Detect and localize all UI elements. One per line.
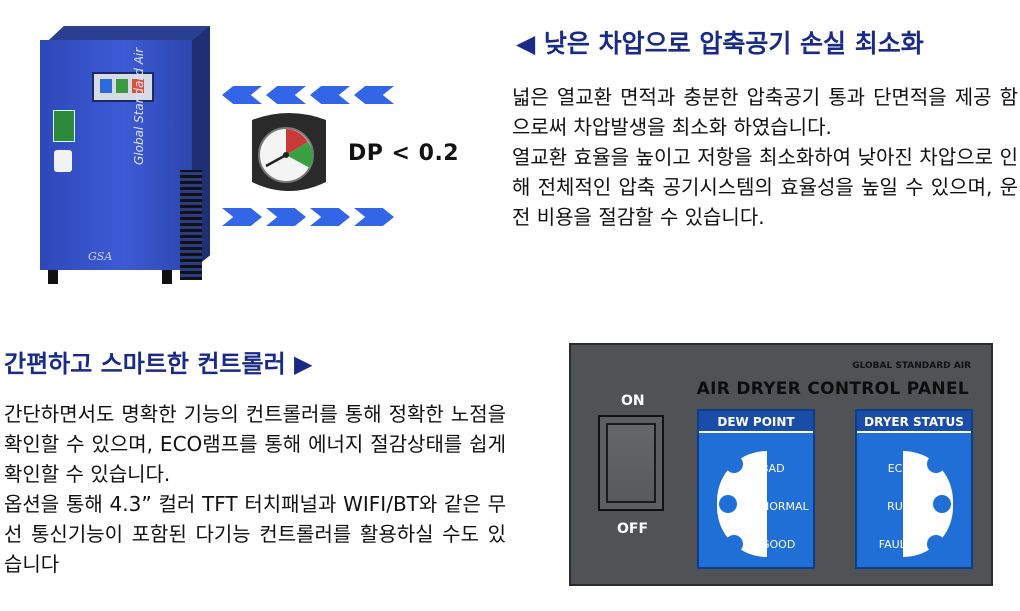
section1-paragraph-2: 열교환 효율을 높이고 저항을 최소화하여 낮아진 차압으로 인해 전체적인 압… xyxy=(512,145,1018,229)
section1-heading: ◀ 낮은 차압으로 압축공기 손실 최소화 xyxy=(516,29,924,58)
switch-off-label: OFF xyxy=(617,521,649,537)
panel-title: AIR DRYER CONTROL PANEL xyxy=(696,379,969,399)
unit-vent xyxy=(180,170,202,280)
arrow-left-icon xyxy=(354,86,394,104)
dew-point-label-bad: BAD xyxy=(761,462,785,475)
dew-point-header: DEW POINT xyxy=(699,411,813,433)
differential-pressure-label: DP < 0.2 xyxy=(348,141,460,166)
unit-foot xyxy=(162,270,172,284)
unit-gsa-logo: GSA xyxy=(88,250,113,263)
dryer-status-indicator: DRYER STATUS ECO RUN FAULT xyxy=(855,409,973,569)
lamp-normal-icon xyxy=(719,495,737,513)
dryer-unit-image: Global Standard Air GSA xyxy=(40,26,210,284)
arrow-right-icon xyxy=(354,208,394,226)
section2-paragraph-2: 옵션을 통해 4.3” 컬러 TFT 터치패널과 WIFI/BT와 같은 무선 … xyxy=(4,492,506,576)
unit-foot xyxy=(48,270,58,284)
unit-front: Global Standard Air GSA xyxy=(40,40,202,280)
dew-point-indicator: DEW POINT BAD NORMAL GOOD xyxy=(697,409,815,569)
unit-side-text: Global Standard Air xyxy=(132,47,146,165)
lamp-fault-icon xyxy=(927,535,945,553)
dew-point-label-normal: NORMAL xyxy=(761,500,809,513)
panel-brand: GLOBAL STANDARD AIR xyxy=(852,361,971,371)
control-panel-image: GLOBAL STANDARD AIR AIR DRYER CONTROL PA… xyxy=(569,343,993,586)
switch-on-label: ON xyxy=(621,393,645,409)
arrow-left-icon xyxy=(266,86,306,104)
arrow-left-icon xyxy=(310,86,350,104)
lamp-bad-icon xyxy=(725,455,743,473)
power-switch-rocker xyxy=(606,423,656,503)
dryer-status-label-fault: FAULT xyxy=(878,538,911,551)
lamp-eco-icon xyxy=(927,455,945,473)
section2-heading: 간편하고 스마트한 컨트롤러 ▶ xyxy=(4,350,313,378)
airflow-arrows-right xyxy=(222,208,394,226)
dew-point-arc xyxy=(717,451,767,557)
unit-badge-sticker xyxy=(54,150,72,172)
power-switch xyxy=(598,415,664,511)
dryer-status-label-run: RUN xyxy=(887,500,911,513)
arrow-right-icon xyxy=(266,208,306,226)
section2-paragraph: 간단하면서도 명확한 기능의 컨트롤러를 통해 정확한 노점을 확인할 수 있으… xyxy=(4,399,506,579)
unit-display-window xyxy=(92,72,154,102)
section2-paragraph-1: 간단하면서도 명확한 기능의 컨트롤러를 통해 정확한 노점을 확인할 수 있으… xyxy=(4,402,506,486)
arrow-left-icon xyxy=(222,86,262,104)
pressure-gauge-icon xyxy=(252,113,326,191)
dew-point-label-good: GOOD xyxy=(761,538,796,551)
lamp-run-icon xyxy=(933,495,951,513)
section1-paragraph: 넓은 열교환 면적과 충분한 압축공기 통과 단면적을 제공 함으로써 차압발생… xyxy=(512,82,1018,232)
lamp-good-icon xyxy=(725,535,743,553)
dryer-status-label-eco: ECO xyxy=(887,462,911,475)
airflow-arrows-left xyxy=(222,86,394,104)
dryer-status-header: DRYER STATUS xyxy=(857,411,971,433)
section1-paragraph-1: 넓은 열교환 면적과 충분한 압축공기 통과 단면적을 제공 함으로써 차압발생… xyxy=(512,85,1018,139)
arrow-right-icon xyxy=(310,208,350,226)
arrow-right-icon xyxy=(222,208,262,226)
unit-logo-sticker xyxy=(53,110,75,142)
unit-top xyxy=(46,26,210,42)
